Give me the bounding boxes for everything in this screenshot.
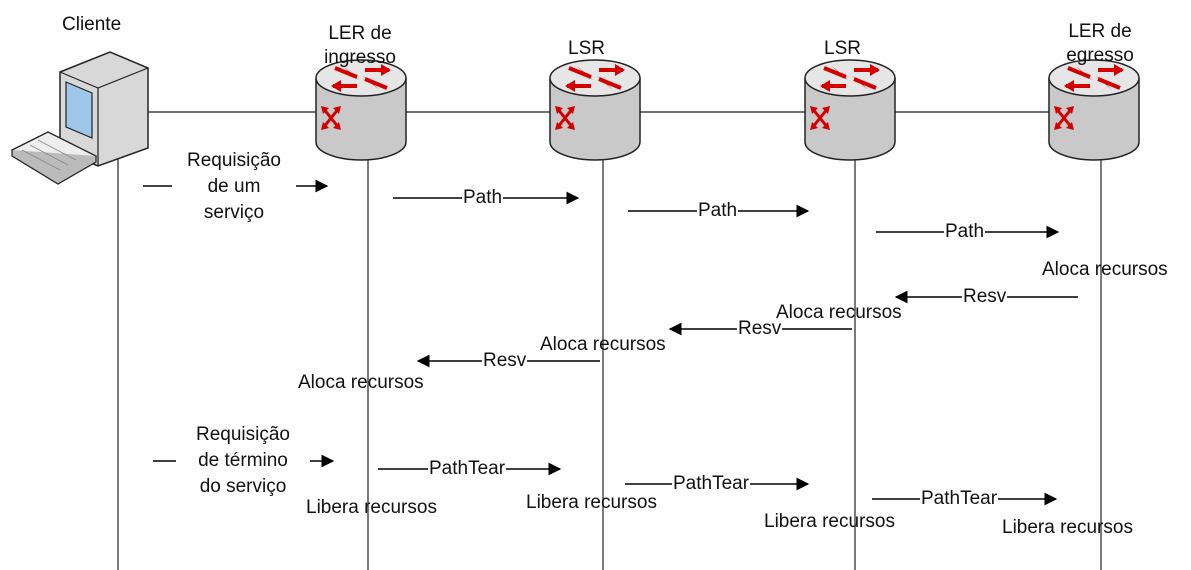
message-resv-2: Resv — [737, 318, 783, 340]
message-pathtear-2: PathTear — [672, 473, 751, 495]
message-pathtear-1: PathTear — [428, 458, 507, 480]
router-icon-lsr-1 — [548, 58, 642, 162]
node-label-line: ingresso — [324, 47, 396, 68]
note-aloca-recursos-lsr-2: Aloca recursos — [776, 302, 902, 323]
node-label-ler-egresso: LER de egresso — [1040, 20, 1160, 68]
message-path-2: Path — [697, 200, 739, 222]
router-icon-ler-egresso — [1047, 58, 1141, 162]
message-line: Requisição — [196, 424, 290, 445]
message-path-3: Path — [944, 221, 986, 243]
note-aloca-recursos-egresso: Aloca recursos — [1042, 259, 1168, 280]
message-requisicao-termino: Requisição de término do serviço — [176, 422, 310, 500]
computer-icon — [10, 51, 149, 185]
node-label-lsr-1: LSR — [568, 38, 605, 59]
message-resv-1: Resv — [962, 286, 1008, 308]
message-line: de um — [207, 176, 261, 197]
message-line: serviço — [203, 202, 265, 223]
router-icon-lsr-2 — [803, 58, 897, 162]
message-line: do serviço — [199, 476, 287, 497]
note-aloca-recursos-lsr-1: Aloca recursos — [540, 334, 666, 355]
message-line: Requisição — [187, 150, 281, 171]
node-label-line: LER de — [1068, 21, 1132, 42]
message-resv-3: Resv — [482, 350, 528, 372]
note-libera-recursos-egresso: Libera recursos — [1002, 517, 1133, 538]
message-line: de término — [198, 450, 288, 471]
message-path-1: Path — [462, 187, 504, 209]
note-libera-recursos-lsr-2: Libera recursos — [764, 511, 895, 532]
node-label-line: egresso — [1066, 45, 1134, 66]
router-icon-ler-ingresso — [314, 58, 408, 162]
message-pathtear-3: PathTear — [920, 488, 999, 510]
node-label-lsr-2: LSR — [824, 38, 861, 59]
node-label-cliente: Cliente — [62, 14, 122, 35]
note-libera-recursos-lsr-1: Libera recursos — [526, 492, 657, 513]
note-aloca-recursos-ingresso: Aloca recursos — [298, 372, 424, 393]
node-label-ler-ingresso: LER de ingresso — [300, 22, 420, 70]
node-label-line: LER de — [328, 23, 392, 44]
message-requisicao-servico: Requisição de um serviço — [172, 148, 296, 226]
note-libera-recursos-ingresso: Libera recursos — [306, 497, 437, 518]
